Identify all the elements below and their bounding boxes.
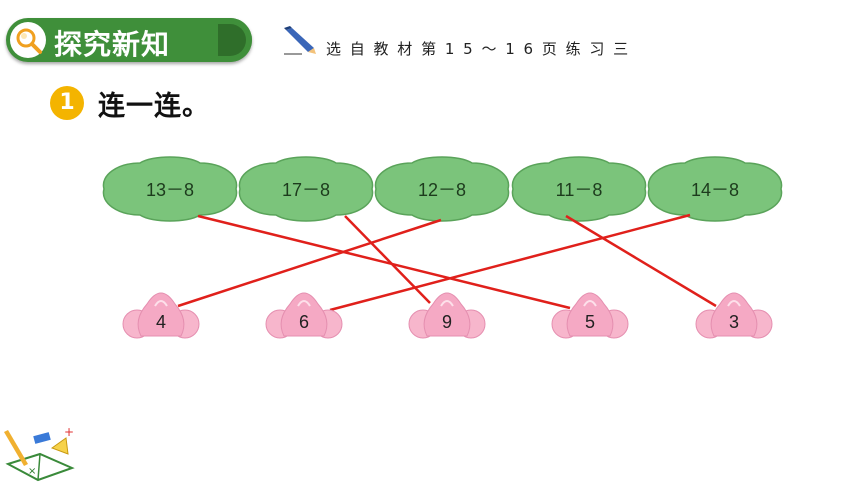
flower-4[interactable]: 5 (551, 292, 629, 339)
leaf-2-label: 17－8 (282, 180, 330, 200)
leaf-5[interactable]: 14－8 (647, 156, 783, 222)
connection-line-5 (329, 213, 691, 312)
flower-3[interactable]: 9 (408, 292, 486, 339)
section-tag: 探究新知 (6, 18, 252, 62)
leaf-1[interactable]: 13－8 (102, 156, 238, 222)
leaf-5-label: 14－8 (691, 180, 739, 200)
svg-text:+: + (64, 425, 74, 439)
svg-text:×: × (28, 466, 36, 477)
flower-1[interactable]: 4 (122, 292, 200, 339)
connection-line-3 (177, 218, 442, 308)
flower-5-label: 3 (729, 312, 739, 332)
leaf-3-label: 12－8 (418, 180, 466, 200)
connection-line-4 (565, 214, 717, 308)
section-title: 探究新知 (54, 28, 171, 61)
leaf-2[interactable]: 17－8 (238, 156, 374, 222)
flower-5[interactable]: 3 (695, 292, 773, 339)
source-note: 选 自 教 材 第 1 5 ～ 1 6 页 练 习 三 (326, 40, 631, 58)
section-tag-stripe (218, 24, 246, 56)
leaf-3[interactable]: 12－8 (374, 156, 510, 222)
stationery-decoration: + × (4, 425, 75, 482)
leaf-4[interactable]: 11－8 (511, 156, 647, 222)
flower-4-label: 5 (585, 312, 595, 332)
connection-line-1 (197, 214, 571, 310)
pen-icon (284, 26, 316, 55)
flower-2-label: 6 (299, 312, 309, 332)
leaf-1-label: 13－8 (146, 180, 194, 200)
task-instruction: 连一连。 (98, 91, 210, 122)
flower-2[interactable]: 6 (265, 292, 343, 339)
magnifier-icon (16, 28, 42, 54)
task-number-badge: 1 (50, 86, 84, 120)
flower-1-label: 4 (156, 312, 166, 332)
leaf-4-label: 11－8 (556, 180, 603, 200)
flower-3-label: 9 (442, 312, 452, 332)
